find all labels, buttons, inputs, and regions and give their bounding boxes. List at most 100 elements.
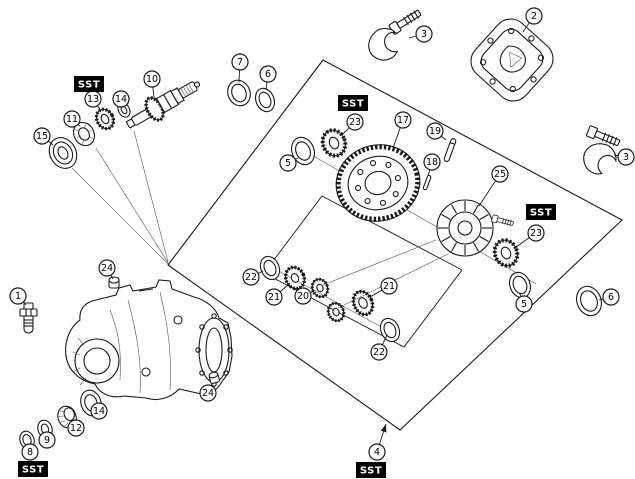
callout-number: 25 bbox=[494, 169, 506, 180]
sst-label: SST bbox=[356, 462, 386, 478]
clamp-icon bbox=[365, 26, 400, 63]
callout-number: 14 bbox=[115, 94, 127, 105]
callout-24: 24 bbox=[98, 259, 116, 280]
callout-11: 11 bbox=[63, 110, 81, 128]
callout-number: 13 bbox=[87, 94, 99, 105]
callout-1: 1 bbox=[9, 287, 27, 306]
callout-circle bbox=[199, 384, 217, 402]
callout-circle bbox=[426, 122, 444, 140]
sst-text: SST bbox=[342, 99, 364, 110]
callout-circle bbox=[38, 431, 56, 449]
callout-number: 4 bbox=[374, 447, 380, 458]
callout-22: 22 bbox=[370, 334, 388, 361]
callout-5: 5 bbox=[279, 154, 299, 172]
callout-circle bbox=[242, 268, 260, 286]
rear-pinion-bearing bbox=[94, 107, 116, 131]
callout-number: 2 bbox=[531, 11, 537, 22]
filler-plug bbox=[108, 276, 120, 289]
differential-carrier-housing bbox=[65, 279, 233, 401]
callout-4: 4 bbox=[368, 423, 387, 461]
callout-circle bbox=[423, 153, 441, 171]
callout-13: 13 bbox=[84, 90, 102, 112]
callout-number: 21 bbox=[383, 281, 395, 292]
callout-number: 22 bbox=[245, 272, 257, 283]
callout-number: 6 bbox=[265, 69, 271, 80]
callout-23: 23 bbox=[341, 113, 364, 136]
callout-circle bbox=[346, 113, 364, 131]
callout-circle bbox=[617, 148, 635, 166]
callout-circle bbox=[143, 70, 161, 88]
callout-number: 24 bbox=[101, 263, 113, 274]
callout-circle bbox=[265, 288, 283, 306]
callout-circle bbox=[259, 65, 277, 83]
callout-circle bbox=[380, 277, 398, 295]
callout-number: 1 bbox=[15, 291, 21, 302]
callout-circle bbox=[33, 127, 51, 145]
callout-3: 3 bbox=[613, 148, 635, 166]
clamp-bolt-top bbox=[365, 7, 424, 63]
callout-circle bbox=[21, 443, 39, 461]
oil-seal-top bbox=[254, 87, 276, 113]
oil-level-switch bbox=[19, 302, 38, 334]
callout-5: 5 bbox=[515, 293, 533, 313]
callout-19: 19 bbox=[426, 122, 447, 141]
callout-circle bbox=[515, 295, 533, 313]
callout-number: 10 bbox=[146, 74, 158, 85]
flange-washer bbox=[227, 79, 251, 107]
callout-number: 22 bbox=[373, 347, 385, 358]
sst-label: SST bbox=[18, 461, 48, 477]
callout-7: 7 bbox=[231, 53, 249, 83]
callout-number: 21 bbox=[268, 292, 280, 303]
callout-number: 8 bbox=[27, 447, 33, 458]
side-gear-right bbox=[351, 289, 375, 317]
callout-number: 23 bbox=[349, 117, 361, 128]
callout-number: 23 bbox=[530, 228, 542, 239]
front-pinion-bearing bbox=[72, 121, 96, 147]
case-bolt bbox=[491, 214, 515, 228]
sst-box bbox=[18, 461, 48, 477]
pinion-oil-seal bbox=[48, 137, 78, 169]
thrust-washer-right bbox=[379, 317, 401, 343]
callout-number: 11 bbox=[66, 114, 78, 125]
callout-2: 2 bbox=[522, 7, 543, 33]
callout-15: 15 bbox=[33, 127, 54, 146]
callout-circle bbox=[602, 288, 620, 306]
callout-circle bbox=[98, 259, 116, 277]
callout-circle bbox=[67, 419, 85, 437]
drain-plug bbox=[208, 371, 220, 384]
callout-number: 14 bbox=[93, 406, 105, 417]
callout-circle bbox=[415, 25, 433, 43]
callout-22: 22 bbox=[242, 268, 264, 286]
callout-circle bbox=[279, 154, 297, 172]
sst-text: SST bbox=[360, 466, 382, 477]
callout-number: 15 bbox=[36, 131, 48, 142]
callout-number: 3 bbox=[421, 29, 427, 40]
callout-number: 6 bbox=[608, 292, 614, 303]
side-bearing-left bbox=[320, 128, 348, 158]
sst-box bbox=[338, 95, 368, 111]
differential-cover bbox=[470, 18, 554, 102]
clamp-bolt-right bbox=[576, 124, 622, 180]
callout-number: 5 bbox=[285, 158, 291, 169]
differential-case bbox=[436, 199, 494, 257]
callout-14: 14 bbox=[90, 402, 108, 420]
callout-circle bbox=[9, 287, 27, 305]
callout-9: 9 bbox=[38, 431, 56, 449]
arrowhead-icon bbox=[380, 424, 387, 433]
sst-label: SST bbox=[526, 204, 556, 220]
pinion-gear-upper bbox=[310, 277, 330, 299]
callout-number: 19 bbox=[429, 126, 441, 137]
ring-gear bbox=[335, 144, 421, 222]
callout-circle bbox=[90, 402, 108, 420]
callout-number: 7 bbox=[237, 57, 243, 68]
sst-text: SST bbox=[78, 80, 100, 91]
callout-23: 23 bbox=[515, 224, 545, 248]
sst-text: SST bbox=[22, 465, 44, 476]
callout-21: 21 bbox=[369, 277, 398, 298]
callout-number: 20 bbox=[297, 291, 309, 302]
callout-number: 12 bbox=[70, 423, 82, 434]
side-bearing-right bbox=[492, 238, 520, 268]
callout-circle bbox=[294, 287, 312, 305]
